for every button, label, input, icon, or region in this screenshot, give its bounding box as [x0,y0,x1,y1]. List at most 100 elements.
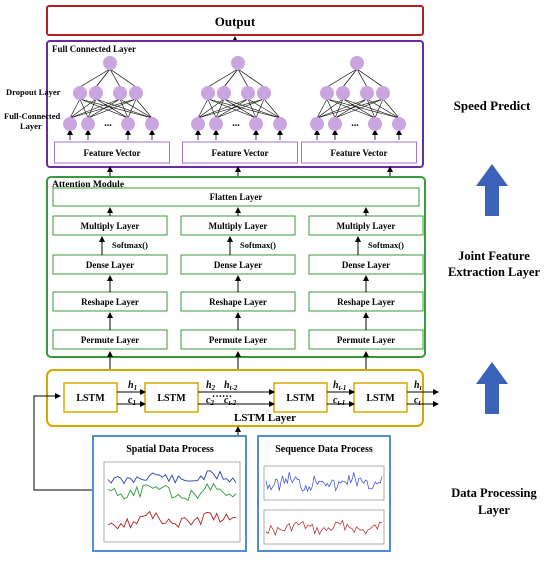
up-arrow-1 [476,164,508,216]
edge-fc-to-dropout [223,98,281,119]
attention-module-title: Attention Module [52,180,124,190]
fc-node [209,117,223,131]
flatten-layer-box [52,187,420,207]
lstm-cell-2 [144,382,199,413]
c-label-main: c [224,395,229,406]
edge-dropout-to-top [326,68,358,88]
permute-layer-label: Permute Layer [209,335,267,345]
h-label-main: h [333,380,339,391]
h-label-2: h2 [206,380,216,392]
edge-fc-to-dropout [135,98,153,119]
lstm-cell-label: LSTM [286,393,315,404]
edge-dropout-to-top [109,68,137,88]
h-label-main: h [128,380,134,391]
h-label-sub: 2 [211,384,216,392]
edge-fc-to-dropout [316,98,368,119]
c-label-main: c [333,395,338,406]
lstm-cell-label: LSTM [76,393,105,404]
edge-fc-to-dropout [374,98,384,119]
sequence-process-title: Sequence Data Process [275,444,373,455]
c-label-5: ct [414,395,421,407]
multiply-layer-label: Multiply Layer [337,221,396,231]
c-label-sub: 1 [132,399,136,407]
dense-layer-label: Dense Layer [214,260,262,270]
c-label-sub: t-1 [337,399,345,407]
edge-fc-to-dropout [197,98,209,119]
edge-fc-to-dropout [119,98,153,119]
softmax-label: Softmax() [112,240,148,250]
fc-node [368,117,382,131]
edge-fc-to-dropout [79,98,129,119]
spatial-process-title: Spatial Data Process [126,444,214,455]
edge-fc-to-dropout [69,98,121,119]
fc-layer-label-line1: Full-Connected [4,111,60,121]
reshape-layer-label: Reshape Layer [81,297,139,307]
edge-fc-to-dropout [334,98,344,119]
c-label-sub: t [418,399,421,407]
dropout-node [257,86,271,100]
dropout-node [129,86,143,100]
c-label-1: c1 [128,395,136,407]
fc-node [145,117,159,131]
spatial-chart-frame [103,461,241,543]
fc-node [191,117,205,131]
fc-section-title: Full Connected Layer [52,44,136,54]
fc-node [63,117,77,131]
fc-node [273,117,287,131]
edge-fc-to-dropout [95,98,153,119]
edge-fc-to-dropout [127,98,137,119]
lstm-dots: …… [212,389,232,400]
lstm-cell-3 [273,382,328,413]
h-label-sub: t [420,384,423,392]
edge-fc-to-dropout [215,98,225,119]
edge-fc-to-dropout [79,98,89,119]
spatial-series-red [107,510,237,530]
dropout-layer-label: Dropout Layer [6,87,61,97]
edge-fc-to-dropout [223,98,257,119]
edge-dropout-to-top [207,68,239,88]
data-processing-label-line1: Data Processing [451,486,537,500]
h-label-sub: t-1 [339,384,347,392]
flatten-layer-label: Flatten Layer [210,192,263,202]
h-label-5: ht [414,380,423,392]
top-node [350,56,364,70]
dense-layer-label: Dense Layer [342,260,390,270]
fc-ellipsis: ... [104,118,112,129]
dropout-node [336,86,350,100]
feature-vector-label: Feature Vector [83,148,140,158]
edge-fc-to-dropout [326,98,376,119]
mini-charts [103,461,385,545]
lstm-cell-1 [63,382,118,413]
dense-layer-box [180,254,296,275]
fc-node [392,117,406,131]
spatial-series-blue [107,470,237,485]
h-label-main: h [414,380,420,391]
h-label-sub: t-2 [230,384,238,392]
dropout-node [73,86,87,100]
h-label-main: h [206,380,212,391]
h-label-1: h1 [128,380,137,392]
edge-fc-to-dropout [382,98,400,119]
lstm-cell-label: LSTM [157,393,186,404]
up-arrow-2 [476,362,508,414]
fc-node [249,117,263,131]
edge-dropout-to-top [95,68,111,88]
fc-node [81,117,95,131]
output-label: Output [215,14,256,29]
data-feedback-line [33,393,93,491]
fc-node-groups: ...Feature Vector...Feature Vector...Fea… [54,56,417,164]
speed-predict-label: Speed Predict [454,98,531,113]
dropout-node [201,86,215,100]
dropout-node [217,86,231,100]
feature-vector-box [301,141,417,164]
h-label-4: ht-1 [333,380,346,392]
edge-fc-to-dropout [263,98,281,119]
fc-node [310,117,324,131]
fc-ellipsis: ... [351,118,359,129]
dropout-node [360,86,374,100]
